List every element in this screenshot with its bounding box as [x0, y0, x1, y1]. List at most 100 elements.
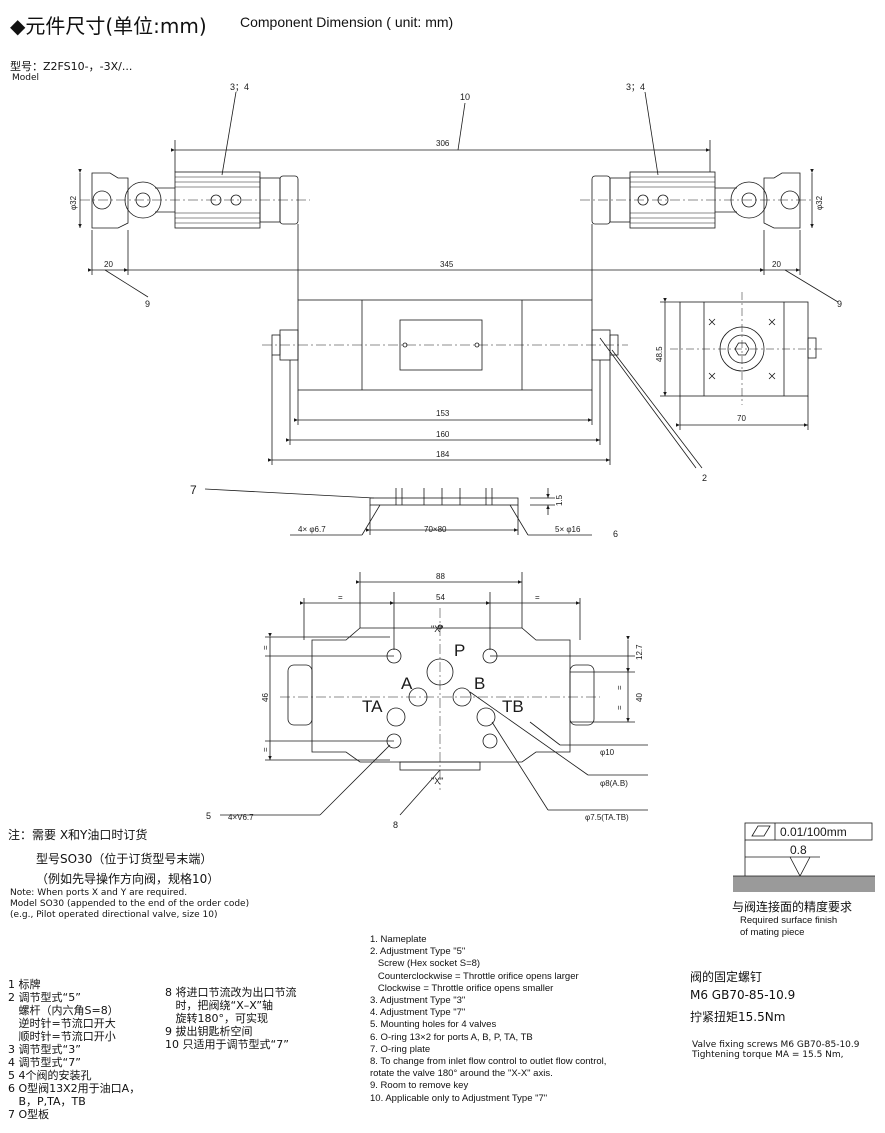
dim-70x80: 70×80 [424, 525, 447, 534]
model-label-cn: 型号：Z2FS10-，-3X/... [10, 60, 133, 73]
dim-345: 345 [440, 260, 454, 269]
front-view [262, 299, 703, 469]
callout-2: 2 [702, 473, 707, 483]
dim-184: 184 [436, 450, 450, 459]
dim-phi10: φ10 [600, 748, 615, 757]
port-b-label: B [474, 674, 485, 693]
legend-cn-col2: 8 将进口节流改为出口节流 时，把阀绕“X–X”轴 旋转180°，可实现 9 拔… [165, 986, 297, 1051]
dim-4x-phi6-7: 4× φ6.7 [298, 525, 326, 534]
legend-en-item: 4. Adjustment Type "7" [370, 1007, 466, 1019]
model-label-en: Model [12, 73, 40, 83]
legend-en-item: 10. Applicable only to Adjustment Type "… [370, 1092, 548, 1104]
legend-item: 顺时针=节流口开小 [8, 1030, 116, 1043]
dim-5x-phi16: 5× φ16 [555, 525, 581, 534]
legend-item: 9 拔出钥匙析空间 [165, 1025, 253, 1038]
port-ta-label: TA [362, 697, 383, 716]
note-en-line2: Model SO30 (appended to the end of the o… [10, 899, 250, 909]
dim-40: 40 [635, 693, 644, 702]
dim-4x-v6-7: 4×V6.7 [228, 813, 254, 822]
legend-item: 螺杆（内六角S=8） [8, 1004, 119, 1017]
dim-eq-4: = [261, 747, 270, 752]
callout-7: 7 [190, 483, 197, 497]
dim-eq-6: = [615, 705, 624, 710]
port-x-bottom-label: "X" [431, 776, 443, 786]
dim-48-5: 48.5 [655, 346, 664, 362]
legend-item: 6 O型阀13X2用于油口A， [8, 1082, 141, 1095]
surface-caption-en2: of mating piece [740, 927, 805, 938]
dim-eq-1: = [338, 593, 343, 602]
screws-cn-line1: 阀的固定螺钉 [690, 970, 763, 984]
legend-item: 5 4个阀的安装孔 [8, 1069, 92, 1082]
dim-306: 306 [436, 139, 450, 148]
legend-en-item: Screw (Hex socket S=8) [370, 958, 481, 970]
callout-8: 8 [393, 820, 398, 830]
o-ring-plate [204, 488, 592, 536]
note-cn-line1: 注：需要 X和Y油口时订货 [8, 828, 148, 842]
screws-en-line1: Valve fixing screws M6 GB70-85-10.9 [692, 1040, 860, 1050]
note-cn-line3: （例如先导操作方向阀，规格10） [36, 872, 220, 886]
callout-5: 5 [206, 811, 211, 821]
side-view [660, 292, 822, 430]
dim-153: 153 [436, 409, 450, 418]
dim-160: 160 [436, 430, 450, 439]
dim-1-5: 1.5 [555, 494, 564, 506]
legend-item: 4 调节型式“7” [8, 1056, 81, 1069]
note-en-line3: (e.g., Pilot operated directional valve,… [10, 910, 218, 920]
legend-item: B，P,TA，TB [8, 1095, 86, 1108]
right-adjuster-view [580, 171, 812, 229]
dim-20-right: 20 [772, 260, 781, 269]
legend-en-item: 7. O-ring plate [370, 1043, 431, 1055]
port-x-top-label: "X" [431, 624, 443, 634]
page-title-cn: ◆元件尺寸(单位:mm) [10, 14, 207, 38]
dim-12-7: 12.7 [635, 644, 644, 660]
dim-46: 46 [261, 693, 270, 702]
legend-cn-col1: 1 标牌 2 调节型式“5” 螺杆（内六角S=8） 逆时针=节流口开大 顺时针=… [8, 978, 140, 1121]
dim-70: 70 [737, 414, 746, 423]
legend-en-item: 1. Nameplate [370, 934, 427, 945]
dim-phi32-right: φ32 [815, 195, 824, 210]
legend-en-item: 9. Room to remove key [370, 1080, 469, 1092]
legend-en-item: 8. To change from inlet flow control to … [370, 1056, 607, 1068]
legend-item: 3 调节型式“3” [8, 1043, 81, 1056]
legend-en-item: 3. Adjustment Type "3" [370, 995, 466, 1007]
mounting-holes [386, 648, 498, 749]
callout-3-4-right: 3；4 [626, 82, 645, 92]
dim-eq-5: = [615, 685, 624, 690]
legend-item: 10 只适用于调节型式“7” [165, 1038, 289, 1051]
legend-item: 旋转180°，可实现 [165, 1012, 268, 1025]
legend-item: 8 将进口节流改为出口节流 [165, 986, 297, 999]
legend-en-item: Clockwise = Throttle orifice opens small… [370, 982, 554, 994]
callout-9-right: 9 [837, 299, 842, 309]
surface-caption-en1: Required surface finish [740, 915, 838, 926]
surface-caption-cn: 与阀连接面的精度要求 [732, 900, 853, 914]
surface-finish-symbol [733, 822, 875, 892]
dim-phi32-left: φ32 [69, 195, 78, 210]
flatness-value: 0.01/100mm [780, 825, 847, 839]
legend-en-item: 2. Adjustment Type "5" [370, 946, 466, 958]
legend-item: 2 调节型式“5” [8, 991, 81, 1004]
port-p-label: P [454, 641, 465, 660]
dim-88: 88 [436, 572, 445, 581]
roughness-value: 0.8 [790, 843, 807, 857]
legend-item: 逆时针=节流口开大 [8, 1017, 116, 1030]
legend-item: 7 O型板 [8, 1108, 50, 1121]
legend-item: 1 标牌 [8, 978, 41, 991]
dim-20-left: 20 [104, 260, 113, 269]
legend-en-item: rotate the valve 180° around the "X-X" a… [370, 1068, 553, 1080]
callout-9-left: 9 [145, 299, 150, 309]
screws-cn-line2: M6 GB70-85-10.9 [690, 988, 796, 1002]
dim-phi8-ab: φ8(A.B) [600, 779, 628, 788]
bottom-view [220, 572, 648, 816]
screws-en-line2: Tightening torque MA = 15.5 Nm, [692, 1050, 844, 1060]
legend-en-item: Counterclockwise = Throttle orifice open… [370, 970, 579, 982]
note-cn-line2: 型号SO30（位于订货型号末端） [36, 852, 213, 866]
legend-en-item: 5. Mounting holes for 4 valves [370, 1019, 497, 1031]
screws-cn-line3: 拧紧扭矩15.5Nm [690, 1010, 786, 1024]
dim-phi7-5: φ7.5(TA.TB) [585, 813, 629, 822]
dim-eq-2: = [535, 593, 540, 602]
callout-3-4-left: 3；4 [230, 82, 249, 92]
note-en-line1: Note: When ports X and Y are required. [10, 888, 188, 898]
legend-en-item: 6. O-ring 13×2 for ports A, B, P, TA, TB [370, 1031, 533, 1043]
page-title-en: Component Dimension ( unit: mm) [240, 14, 454, 30]
